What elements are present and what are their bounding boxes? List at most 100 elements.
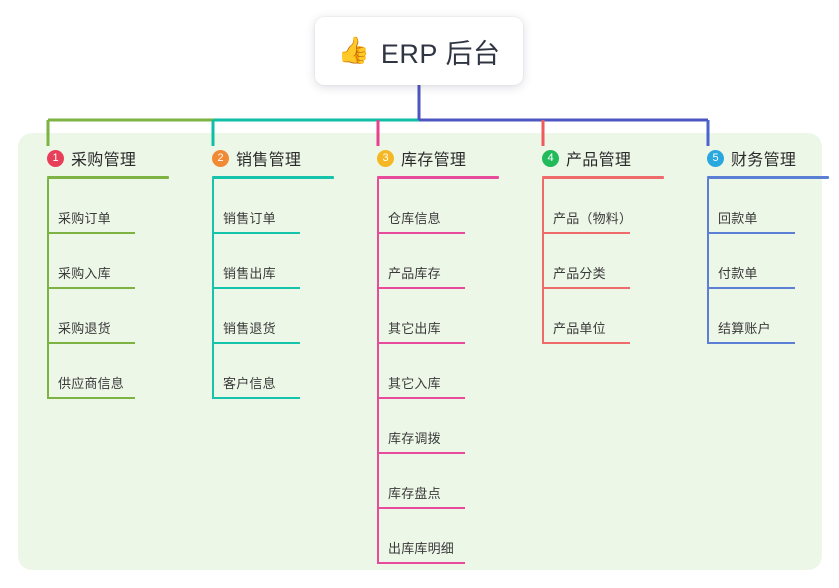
list-item[interactable]: 销售退货 bbox=[212, 289, 356, 344]
list-item-underline bbox=[707, 287, 795, 289]
column-items-5: 回款单付款单结算账户 bbox=[685, 179, 839, 344]
column-4: 4 产品管理产品（物料） 产品分类产品单位 bbox=[520, 146, 686, 344]
column-3: 3 库存管理仓库信息产品库存其它出库其它入库库存调拨库存盘点出库库明细 bbox=[355, 146, 521, 564]
list-item[interactable]: 其它入库 bbox=[377, 344, 521, 399]
list-item-label: 产品（物料） bbox=[553, 211, 633, 226]
list-item-label: 采购订单 bbox=[58, 211, 111, 226]
list-item-underline bbox=[377, 287, 465, 289]
list-item-label: 销售订单 bbox=[223, 211, 276, 226]
list-item-underline bbox=[47, 287, 135, 289]
list-item-label: 其它入库 bbox=[388, 376, 441, 391]
column-header-5[interactable]: 5 财务管理 bbox=[685, 146, 839, 170]
list-item[interactable]: 供应商信息 bbox=[47, 344, 191, 399]
column-badge-4: 4 bbox=[542, 149, 559, 167]
list-item[interactable]: 采购订单 bbox=[47, 179, 191, 234]
column-underline-4 bbox=[542, 176, 664, 179]
column-underline-3 bbox=[377, 176, 499, 179]
list-item-underline bbox=[212, 232, 300, 234]
list-item-underline bbox=[377, 397, 465, 399]
list-item-underline bbox=[47, 232, 135, 234]
list-item-label: 产品单位 bbox=[553, 321, 606, 336]
column-1: 1 采购管理采购订单采购入库采购退货供应商信息 bbox=[25, 146, 191, 399]
list-item-label: 库存调拨 bbox=[388, 431, 441, 446]
list-item-label: 销售出库 bbox=[223, 266, 276, 281]
list-item-underline bbox=[542, 287, 630, 289]
list-item-underline bbox=[377, 452, 465, 454]
list-item-underline bbox=[377, 562, 465, 564]
page-title: ERP 后台 bbox=[380, 38, 501, 69]
column-badge-5: 5 bbox=[707, 149, 724, 167]
column-items-2: 销售订单销售出库销售退货客户信息 bbox=[190, 179, 356, 399]
list-item[interactable]: 产品分类 bbox=[542, 234, 686, 289]
list-item[interactable]: 结算账户 bbox=[707, 289, 839, 344]
column-title-4: 产品管理 bbox=[566, 152, 632, 169]
list-item-underline bbox=[707, 342, 795, 344]
list-item-underline bbox=[377, 342, 465, 344]
thumbs-up-icon: 👍 bbox=[337, 36, 370, 66]
column-items-1: 采购订单采购入库采购退货供应商信息 bbox=[25, 179, 191, 399]
list-item[interactable]: 其它出库 bbox=[377, 289, 521, 344]
list-item-label: 供应商信息 bbox=[58, 376, 125, 391]
column-badge-3: 3 bbox=[377, 149, 394, 167]
list-item-label: 采购退货 bbox=[58, 321, 111, 336]
list-item-label: 产品分类 bbox=[553, 266, 606, 281]
list-item-label: 库存盘点 bbox=[388, 486, 441, 501]
column-header-2[interactable]: 2 销售管理 bbox=[190, 146, 356, 170]
list-item-label: 其它出库 bbox=[388, 321, 441, 336]
list-item[interactable]: 付款单 bbox=[707, 234, 839, 289]
column-2: 2 销售管理销售订单销售出库销售退货客户信息 bbox=[190, 146, 356, 399]
list-item[interactable]: 产品单位 bbox=[542, 289, 686, 344]
column-header-4[interactable]: 4 产品管理 bbox=[520, 146, 686, 170]
list-item-underline bbox=[212, 397, 300, 399]
list-item[interactable]: 产品（物料） bbox=[542, 179, 686, 234]
list-item-label: 客户信息 bbox=[223, 376, 276, 391]
list-item-underline bbox=[212, 287, 300, 289]
list-item-underline bbox=[542, 232, 630, 234]
column-header-1[interactable]: 1 采购管理 bbox=[25, 146, 191, 170]
list-item-label: 产品库存 bbox=[388, 266, 441, 281]
list-item[interactable]: 销售出库 bbox=[212, 234, 356, 289]
list-item[interactable]: 销售订单 bbox=[212, 179, 356, 234]
list-item[interactable]: 客户信息 bbox=[212, 344, 356, 399]
list-item[interactable]: 采购入库 bbox=[47, 234, 191, 289]
list-item-label: 仓库信息 bbox=[388, 211, 441, 226]
column-spine-3 bbox=[377, 179, 379, 564]
column-title-5: 财务管理 bbox=[731, 152, 797, 169]
list-item[interactable]: 库存盘点 bbox=[377, 454, 521, 509]
column-5: 5 财务管理回款单付款单结算账户 bbox=[685, 146, 839, 344]
list-item-underline bbox=[47, 342, 135, 344]
column-underline-1 bbox=[47, 176, 169, 179]
column-title-3: 库存管理 bbox=[401, 152, 467, 169]
column-header-3[interactable]: 3 库存管理 bbox=[355, 146, 521, 170]
column-spine-4 bbox=[542, 179, 544, 344]
list-item-underline bbox=[542, 342, 630, 344]
list-item-underline bbox=[707, 232, 795, 234]
list-item-label: 采购入库 bbox=[58, 266, 111, 281]
column-items-4: 产品（物料） 产品分类产品单位 bbox=[520, 179, 686, 344]
list-item-label: 销售退货 bbox=[223, 321, 276, 336]
list-item[interactable]: 回款单 bbox=[707, 179, 839, 234]
column-items-3: 仓库信息产品库存其它出库其它入库库存调拨库存盘点出库库明细 bbox=[355, 179, 521, 564]
root-node-card[interactable]: 👍 ERP 后台 bbox=[315, 17, 523, 85]
list-item-underline bbox=[212, 342, 300, 344]
column-underline-5 bbox=[707, 176, 829, 179]
column-badge-2: 2 bbox=[212, 149, 229, 167]
list-item-label: 结算账户 bbox=[718, 321, 771, 336]
column-spine-1 bbox=[47, 179, 49, 399]
diagram-panel bbox=[18, 133, 822, 570]
column-title-2: 销售管理 bbox=[236, 152, 302, 169]
list-item[interactable]: 产品库存 bbox=[377, 234, 521, 289]
list-item-label: 出库库明细 bbox=[388, 541, 455, 556]
column-spine-2 bbox=[212, 179, 214, 399]
list-item-label: 回款单 bbox=[718, 211, 758, 226]
column-underline-2 bbox=[212, 176, 334, 179]
column-title-1: 采购管理 bbox=[71, 152, 137, 169]
list-item[interactable]: 仓库信息 bbox=[377, 179, 521, 234]
list-item-underline bbox=[377, 507, 465, 509]
column-badge-1: 1 bbox=[47, 149, 64, 167]
list-item[interactable]: 出库库明细 bbox=[377, 509, 521, 564]
list-item[interactable]: 采购退货 bbox=[47, 289, 191, 344]
list-item[interactable]: 库存调拨 bbox=[377, 399, 521, 454]
column-spine-5 bbox=[707, 179, 709, 344]
list-item-label: 付款单 bbox=[718, 266, 758, 281]
